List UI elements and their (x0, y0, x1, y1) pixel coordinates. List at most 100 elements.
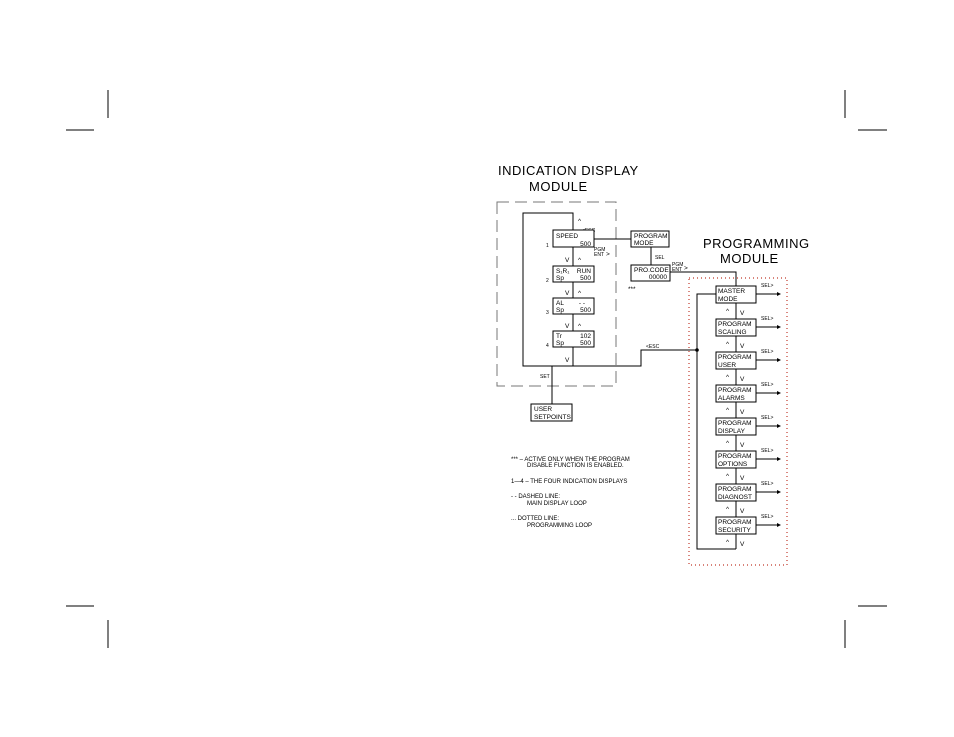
prog-down-arrow-3: V (740, 376, 745, 383)
sel-label-pm: SEL (655, 255, 665, 261)
legend-dashed-line1: - - DASHED LINE: (511, 494, 560, 500)
down-arrow-3: V (565, 323, 570, 330)
programming-boxes: MASTERMODESEL>^VPROGRAMSCALINGSEL>^VPROG… (715, 283, 781, 548)
svg-text:SCALING: SCALING (718, 329, 747, 336)
crop-marks (66, 90, 887, 648)
svg-text:SPEED: SPEED (556, 233, 578, 240)
programming-title-line2: MODULE (720, 251, 779, 266)
pgm-label-2: PGM (672, 262, 683, 268)
svg-text:500: 500 (580, 275, 591, 282)
prog-up-arrow-3: ^ (726, 374, 730, 381)
prog-up-arrow-5: ^ (726, 440, 730, 447)
svg-text:Sp: Sp (556, 340, 564, 347)
prog-up-arrow-7: ^ (726, 506, 730, 513)
ent-arrow-1: > (606, 251, 610, 258)
pro-code-box: PRO.CODE 00000 *** (628, 264, 671, 293)
pro-code-marker: *** (628, 286, 636, 293)
svg-text:102: 102 (580, 333, 591, 340)
user-setpoints-box: USER SETPOINTS (530, 403, 573, 422)
prog-down-arrow-4: V (740, 409, 745, 416)
sel-arrowhead-1 (777, 292, 781, 296)
prog-down-arrow-7: V (740, 508, 745, 515)
sel-label-1: SEL> (761, 283, 773, 289)
svg-text:500: 500 (580, 241, 591, 248)
sel-label-8: SEL> (761, 514, 773, 520)
svg-text:RUN: RUN (577, 268, 591, 275)
main-loop-connector (522, 212, 574, 367)
sel-arrowhead-8 (777, 523, 781, 527)
main-display-loop-region (496, 201, 617, 387)
ent-label-1: ENT (594, 252, 604, 258)
esc-label-return: <ESC (646, 344, 660, 350)
ent-label-2: ENT (672, 267, 682, 273)
legend-asterisk-line2: DISABLE FUNCTION IS ENABLED. (527, 463, 624, 469)
svg-text:PROGRAM: PROGRAM (718, 420, 752, 427)
svg-text:PROGRAM: PROGRAM (718, 321, 752, 328)
sel-arrowhead-2 (777, 325, 781, 329)
svg-text:PROGRAM: PROGRAM (718, 486, 752, 493)
pgm-label-1: PGM (594, 247, 605, 253)
display-box-1: SPEED 500 1 (546, 229, 595, 249)
svg-text:USER: USER (534, 406, 552, 413)
down-arrow-4: V (565, 357, 570, 364)
prog-up-arrow-1: ^ (726, 308, 730, 315)
esc-return-line (573, 349, 697, 367)
display-box-4: Tr 102 Sp 500 4 (546, 330, 595, 349)
legend-indication-line: 1—4 – THE FOUR INDICATION DISPLAYS (511, 479, 627, 485)
indication-title-line2: MODULE (529, 179, 588, 194)
prog-down-arrow-2: V (740, 343, 745, 350)
prog-up-arrow-8: ^ (726, 539, 730, 546)
svg-text:500: 500 (580, 340, 591, 347)
svg-text:DIAGNOST: DIAGNOST (718, 494, 752, 501)
display-index-2: 2 (546, 278, 549, 284)
svg-text:OPTIONS: OPTIONS (718, 461, 748, 468)
svg-text:USER: USER (718, 362, 736, 369)
sel-label-3: SEL> (761, 349, 773, 355)
legend-dotted-line2: PROGRAMMING LOOP (527, 523, 592, 529)
svg-text:MODE: MODE (718, 296, 738, 303)
down-arrow-1: V (565, 257, 570, 264)
programming-title-line1: PROGRAMMING (703, 236, 810, 251)
sel-label-7: SEL> (761, 481, 773, 487)
up-arrow-1: ^ (578, 218, 582, 225)
svg-text:MODE: MODE (634, 240, 654, 247)
down-arrow-2: V (565, 290, 570, 297)
display-index-1: 1 (546, 243, 549, 249)
prog-down-arrow-1: V (740, 310, 745, 317)
sel-label-5: SEL> (761, 415, 773, 421)
display-index-3: 3 (546, 310, 549, 316)
ent-arrow-2: > (684, 265, 688, 272)
legend: *** – ACTIVE ONLY WHEN THE PROGRAM DISAB… (511, 457, 630, 529)
display-box-2: S₁R₁ RUN Sp 500 2 (546, 265, 595, 284)
set-label: SET (540, 374, 550, 380)
up-arrow-3: ^ (578, 290, 582, 297)
svg-text:PRO.CODE: PRO.CODE (634, 267, 669, 274)
svg-text:00000: 00000 (649, 274, 667, 281)
program-mode-box: PROGRAM MODE (630, 230, 670, 248)
sel-arrowhead-3 (777, 358, 781, 362)
indication-title-line1: INDICATION DISPLAY (498, 163, 639, 178)
sel-label-4: SEL> (761, 382, 773, 388)
svg-text:S₁R₁: S₁R₁ (556, 268, 570, 275)
prog-up-arrow-4: ^ (726, 407, 730, 414)
prog-down-arrow-5: V (740, 442, 745, 449)
display-box-3: AL - - Sp 500 3 (546, 297, 595, 316)
svg-text:SECURITY: SECURITY (718, 527, 752, 534)
sel-label-2: SEL> (761, 316, 773, 322)
svg-text:500: 500 (580, 307, 591, 314)
svg-text:PROGRAM: PROGRAM (718, 453, 752, 460)
legend-asterisk-line1: *** – ACTIVE ONLY WHEN THE PROGRAM (511, 457, 630, 463)
svg-text:MASTER: MASTER (718, 288, 745, 295)
legend-dashed-line2: MAIN DISPLAY LOOP (527, 501, 587, 507)
svg-text:- -: - - (579, 300, 585, 307)
prog-down-arrow-6: V (740, 475, 745, 482)
prog-up-arrow-6: ^ (726, 473, 730, 480)
